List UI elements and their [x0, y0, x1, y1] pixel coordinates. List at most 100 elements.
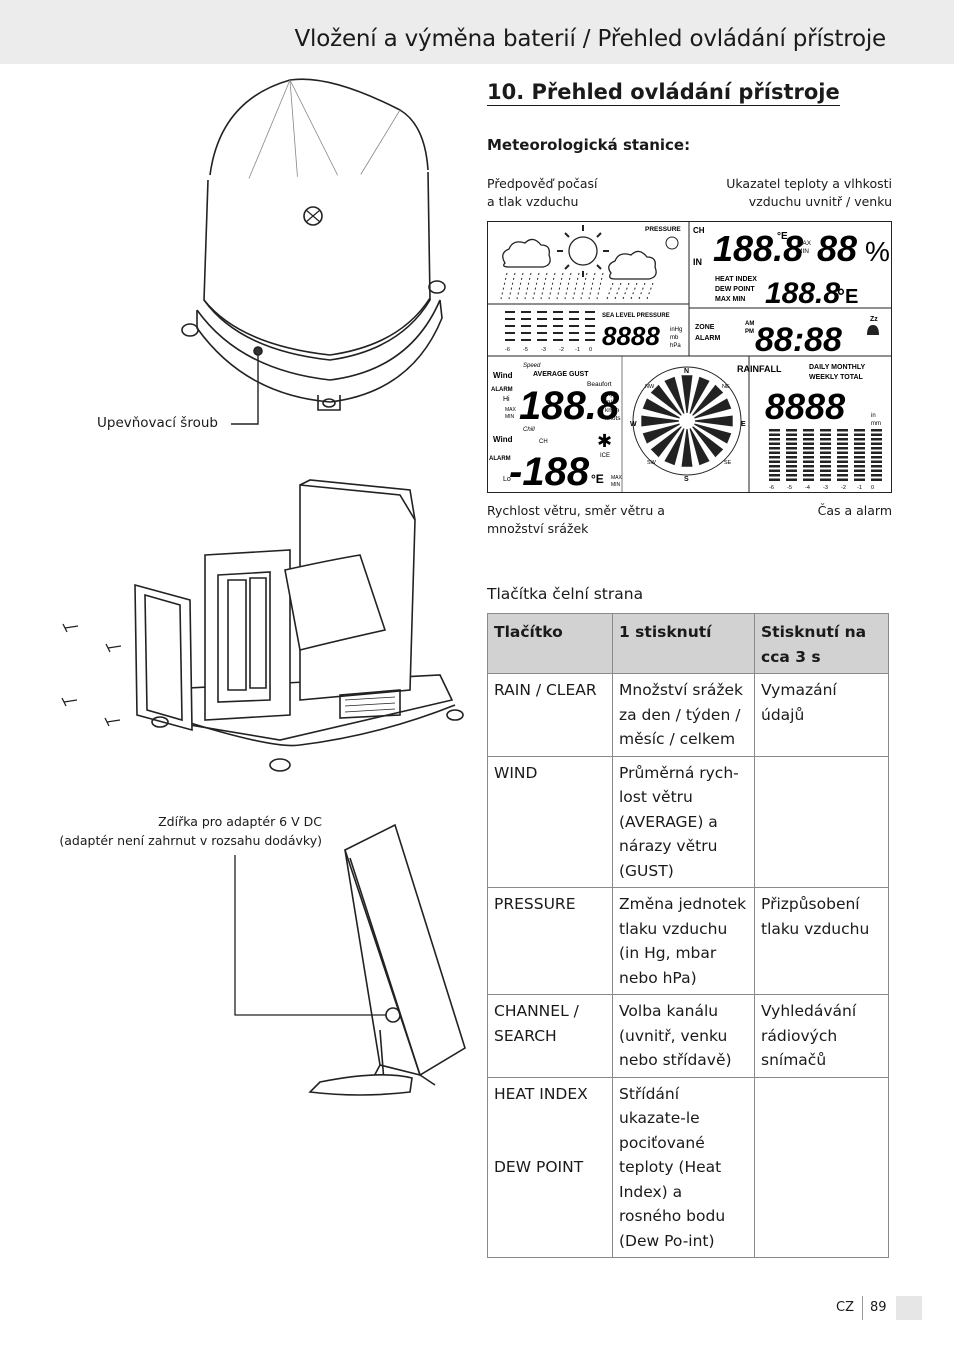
svg-text:Speed: Speed [523, 363, 541, 369]
rain-bar-segment [871, 429, 882, 432]
rain-bar-segment [820, 460, 831, 463]
screw-label: Upevňovací šroub [97, 415, 218, 431]
svg-text:MAX: MAX [797, 240, 812, 247]
table-cell: Vymazání údajů [754, 673, 889, 757]
compass-ray [689, 428, 710, 466]
rain-bar-segment [854, 447, 865, 450]
rain-bar-segment [854, 469, 865, 472]
svg-text:N: N [684, 368, 689, 375]
footer-divider [862, 1296, 863, 1320]
svg-text:ALARM: ALARM [489, 456, 511, 462]
table-header-press1: 1 stisknutí [612, 613, 755, 674]
svg-text:Lo: Lo [503, 476, 511, 483]
rain-bar-segment [820, 447, 831, 450]
svg-text:-2: -2 [841, 485, 846, 491]
table-row: HEAT INDEX DEW POINT Střídání ukazate-le… [487, 1076, 889, 1258]
svg-text:-4: -4 [805, 485, 810, 491]
table-row: RAIN / CLEAR Množství srážek za den / tý… [487, 673, 889, 757]
rain-bar-segment [871, 460, 882, 463]
svg-text:Wind: Wind [493, 435, 513, 444]
rain-bar-segment [786, 456, 797, 459]
header-bar [0, 0, 954, 64]
compass-ray [695, 415, 733, 427]
svg-text:hPa: hPa [670, 343, 681, 349]
alarm-bell-icon [867, 325, 879, 335]
rain-bar-segment [786, 460, 797, 463]
snowflake-icon: ✱ [597, 431, 612, 451]
rain-bar-segment [786, 474, 797, 477]
svg-text:AVERAGE GUST: AVERAGE GUST [533, 371, 589, 378]
table-cell: Změna jednotek tlaku vzduchu (in Hg, mba… [612, 887, 755, 995]
table-header-button: Tlačítko [487, 613, 613, 674]
rain-bar-segment [803, 442, 814, 445]
rain-bar-segment [871, 465, 882, 468]
svg-text:MAX MIN: MAX MIN [715, 296, 745, 303]
svg-text:MIN: MIN [611, 482, 621, 488]
rain-bar-segment [854, 429, 865, 432]
rain-bar-segment [837, 438, 848, 441]
svg-text:ALARM: ALARM [695, 335, 720, 342]
controls-table: Tlačítko 1 stisknutí Stisknutí na cca 3 … [487, 613, 889, 1258]
svg-text:-5: -5 [787, 485, 792, 491]
battery-open-drawing [61, 479, 464, 772]
lcd-wind-value: 188.8 [519, 384, 620, 428]
svg-text:0: 0 [871, 485, 874, 491]
label-time-alarm: Čas a alarm [817, 503, 892, 518]
rain-bar-segment [803, 429, 814, 432]
rain-bar-segment [786, 433, 797, 436]
rain-bar-segment [820, 465, 831, 468]
rain-bar-segment [854, 465, 865, 468]
rain-bar-segment [803, 474, 814, 477]
table-header-row: Tlačítko 1 stisknutí Stisknutí na cca 3 … [487, 613, 889, 674]
svg-text:SW: SW [647, 460, 657, 466]
compass-ray [681, 375, 693, 413]
svg-text:NE: NE [722, 384, 730, 390]
compass-ray [692, 426, 724, 458]
svg-text:S: S [684, 476, 689, 483]
compass-ray [692, 384, 724, 416]
rain-bar-segment [854, 478, 865, 481]
svg-text:ZONE: ZONE [695, 324, 715, 331]
rain-bar-segment [769, 429, 780, 432]
table-cell: HEAT INDEX DEW POINT [487, 1076, 613, 1258]
compass-ray [689, 376, 710, 414]
rain-bar-segment [786, 478, 797, 481]
lcd-pressure-value: 8888 [602, 321, 660, 351]
dew-point-label: DEW POINT [494, 1158, 584, 1176]
rain-bar-segment [854, 460, 865, 463]
svg-text:DAILY MONTHLY: DAILY MONTHLY [809, 364, 865, 371]
rain-bar-segment [820, 442, 831, 445]
rain-bar-segment [871, 451, 882, 454]
lcd-time: 88:88 [755, 321, 842, 359]
pressure-axis: -6 -5 -3 -2 -1 0 [505, 347, 592, 353]
svg-text:km/h: km/h [605, 407, 619, 414]
svg-text:MIN: MIN [797, 248, 809, 255]
lcd-display: PRESSURE -6 -5 -3 -2 -1 0 SEA LEVEL PRES… [487, 221, 892, 494]
rain-bar-segment [769, 456, 780, 459]
table-row: CHANNEL / SEARCH Volba kanálu (uvnitř, v… [487, 994, 889, 1078]
table-caption: Tlačítka čelní strana [487, 585, 644, 603]
rain-bar-segment [837, 442, 848, 445]
table-cell: Množství srážek za den / týden / měsíc /… [612, 673, 755, 757]
page-number: 89 [870, 1300, 887, 1315]
rain-bar-segment [769, 460, 780, 463]
svg-text:°E: °E [591, 472, 604, 486]
adapter-label: Zdířka pro adaptér 6 V DC (adaptér není … [59, 812, 322, 850]
rain-bar-segment [854, 474, 865, 477]
table-cell: Průměrná rych-lost větru (AVERAGE) a nár… [612, 755, 755, 888]
rain-bar-segment [803, 456, 814, 459]
table-header-press3: Stisknutí na cca 3 s [754, 613, 889, 674]
compass-ray [664, 428, 685, 466]
svg-text:AM: AM [745, 321, 754, 327]
lcd-temp-in: 188.8 [713, 228, 803, 269]
svg-text:-5: -5 [523, 347, 528, 353]
svg-text:Chill: Chill [523, 427, 535, 433]
compass-ray [642, 398, 680, 419]
rain-bar-segment [871, 469, 882, 472]
page-header-title: Vložení a výměna baterií / Přehled ovlád… [294, 26, 887, 52]
adapter-label-line1: Zdířka pro adaptér 6 V DC [158, 814, 322, 829]
subsection-title: Meteorologická stanice: [487, 136, 691, 154]
svg-text:MAX: MAX [505, 407, 517, 413]
rain-bar-segment [820, 433, 831, 436]
compass-ray [642, 423, 680, 444]
